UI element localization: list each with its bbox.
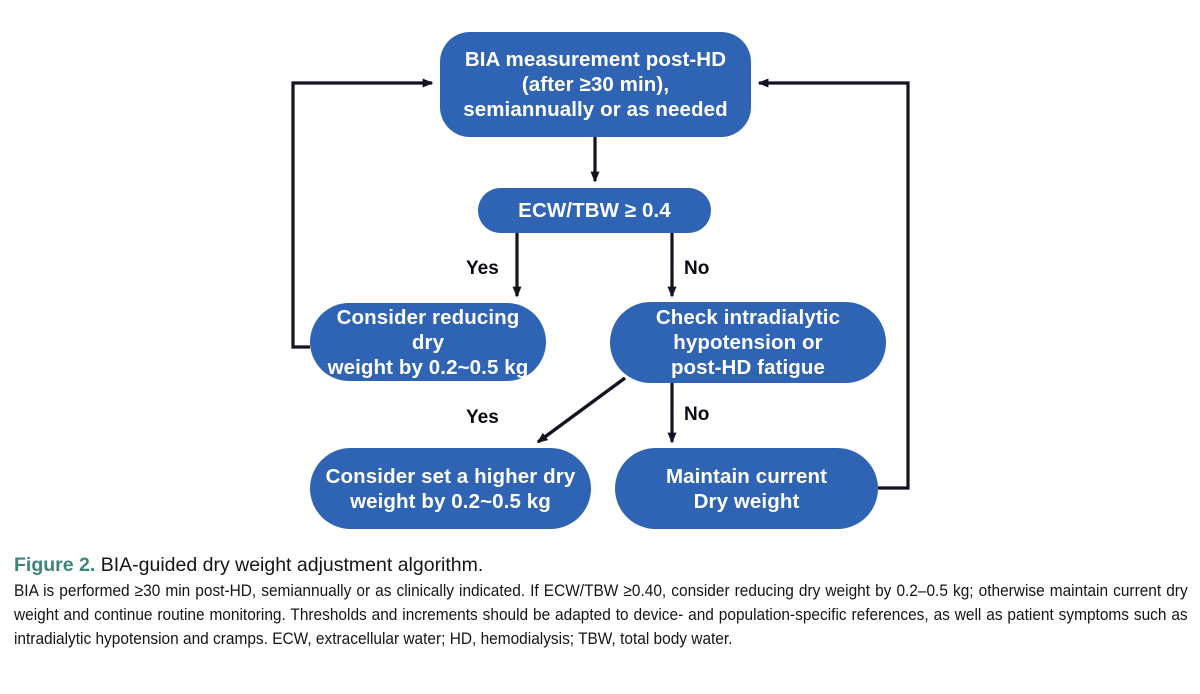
node-ecw-tbw-decision[interactable]: ECW/TBW ≥ 0.4 [478,188,711,233]
edge-check-to-higher [536,376,627,444]
flowchart-connectors [291,78,910,490]
node-bia-measurement-label: BIA measurement post-HD(after ≥30 min),s… [463,48,728,121]
node-ecw-tbw-decision-label: ECW/TBW ≥ 0.4 [518,199,671,222]
figure-title-text: BIA-guided dry weight adjustment algorit… [100,554,484,576]
figure-caption-body: BIA is performed ≥30 min post-HD, semian… [14,581,1188,649]
edge-maintain-loop-to-bia [757,78,910,490]
edge-label-no-check: No [684,404,710,425]
figure-caption-title: Figure 2. BIA-guided dry weight adjustme… [14,552,1188,578]
figure-caption: Figure 2. BIA-guided dry weight adjustme… [14,552,1188,651]
edge-reduce-loop-to-bia [291,78,434,349]
edge-label-yes-decision: Yes [466,258,499,279]
figure-number-label: Figure 2. [14,554,96,576]
flowchart: BIA measurement post-HD(after ≥30 min),s… [291,32,910,529]
node-bia-measurement[interactable]: BIA measurement post-HD(after ≥30 min),s… [440,32,751,137]
edge-label-no-decision: No [684,258,710,279]
edge-label-yes-check: Yes [466,407,499,428]
